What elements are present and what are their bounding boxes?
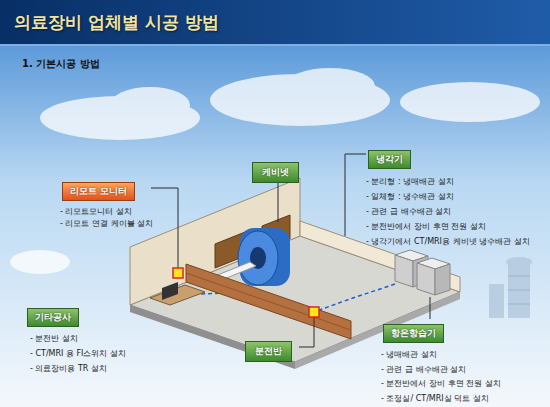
callout-bullet: - 분전반에서 장비 후면 전원 설치 — [381, 377, 546, 392]
callout-header: 케비넷 — [252, 162, 299, 183]
leader-lines — [430, 297, 431, 319]
location-markers — [309, 307, 319, 317]
callout-bullet: - 분전반 설치 — [30, 331, 177, 346]
room-illustration — [162, 282, 178, 300]
clouds — [10, 250, 70, 274]
callout-header: 기타공사 — [27, 308, 79, 327]
callout-header: 항온항습기 — [383, 324, 444, 343]
location-markers — [173, 268, 319, 317]
city-buildings — [508, 276, 530, 277]
callout-bullet: - 리모트 연결 케이블 설치 — [60, 218, 182, 230]
callout-header: 리모트 모니터 — [62, 182, 135, 201]
location-markers — [173, 268, 183, 278]
city-buildings — [506, 257, 532, 267]
callout-group: 냉각기 - 분리형 : 냉매배관 설치- 일체형 : 냉수배관 설치- 관련 급 … — [368, 147, 546, 249]
callout-group: 항온항습기 - 냉매배관 설치- 관련 급 배수배관 설치- 분전반에서 장비 후… — [383, 321, 546, 406]
callout-header: 분전반 — [245, 341, 292, 362]
callout-group: 기타공사 - 분전반 설치- CT/MRI 용 FI스위치 설치- 의료장비용 T… — [27, 305, 177, 376]
callout-bullet: - 의료장비용 TR 설치 — [30, 361, 177, 376]
clouds — [110, 87, 190, 123]
city-buildings — [508, 304, 530, 305]
room-illustration — [130, 178, 460, 369]
clouds — [285, 68, 375, 104]
callout-bullet: - 냉매배관 설치 — [381, 348, 546, 363]
room-illustration — [435, 264, 450, 295]
city-buildings — [508, 262, 530, 318]
callout-bullet: - 관련 급 배수배관 설치 — [381, 363, 546, 378]
callout-bullet: - 분전반에서 장비 후면 전원 설치 — [366, 219, 546, 234]
callout-bullet: - CT/MRI 용 FI스위치 설치 — [30, 346, 177, 361]
callout-bullet: - 리모트모니터 설치 — [60, 206, 182, 218]
room-illustration — [238, 231, 278, 285]
leader-lines — [151, 188, 178, 268]
header-rule — [0, 44, 550, 46]
callout-bullet: - 냉각기에서 CT/MRI용 케비넷 냉수배관 설치 — [366, 234, 546, 249]
callout-bullet: - 일체형 : 냉수배관 설치 — [366, 189, 546, 204]
callout-bullet: - 조정실/ CT/MRI실 덕트 설치 — [381, 392, 546, 407]
city-buildings — [508, 290, 530, 291]
callout-group: 케비넷 — [252, 160, 299, 183]
room-illustration — [417, 263, 435, 295]
callout-header: 냉각기 — [368, 150, 411, 169]
room-illustration — [314, 284, 395, 312]
room-illustration — [395, 255, 413, 287]
room-illustration — [130, 305, 295, 369]
leader-lines — [299, 317, 314, 347]
city-buildings — [489, 284, 504, 318]
slide-title: 의료장비 업체별 시공 방법 — [14, 11, 219, 34]
room-illustration — [186, 273, 351, 330]
callout-group: 리모트 모니터 - 리모트모니터 설치- 리모트 연결 케이블 설치 — [62, 179, 182, 230]
header-bar — [0, 0, 550, 44]
callout-bullet: - 분리형 : 냉매배관 설치 — [366, 174, 546, 189]
clouds — [400, 82, 540, 122]
section-label: 1. 기본시공 방법 — [22, 57, 100, 71]
leader-lines — [278, 179, 279, 222]
callout-group: 분전반 — [245, 339, 292, 362]
city-buildings — [489, 257, 532, 318]
leader-lines — [345, 154, 366, 236]
callout-bullet: - 관련 급 배수배관 설치 — [366, 204, 546, 219]
room-illustration — [186, 264, 351, 339]
